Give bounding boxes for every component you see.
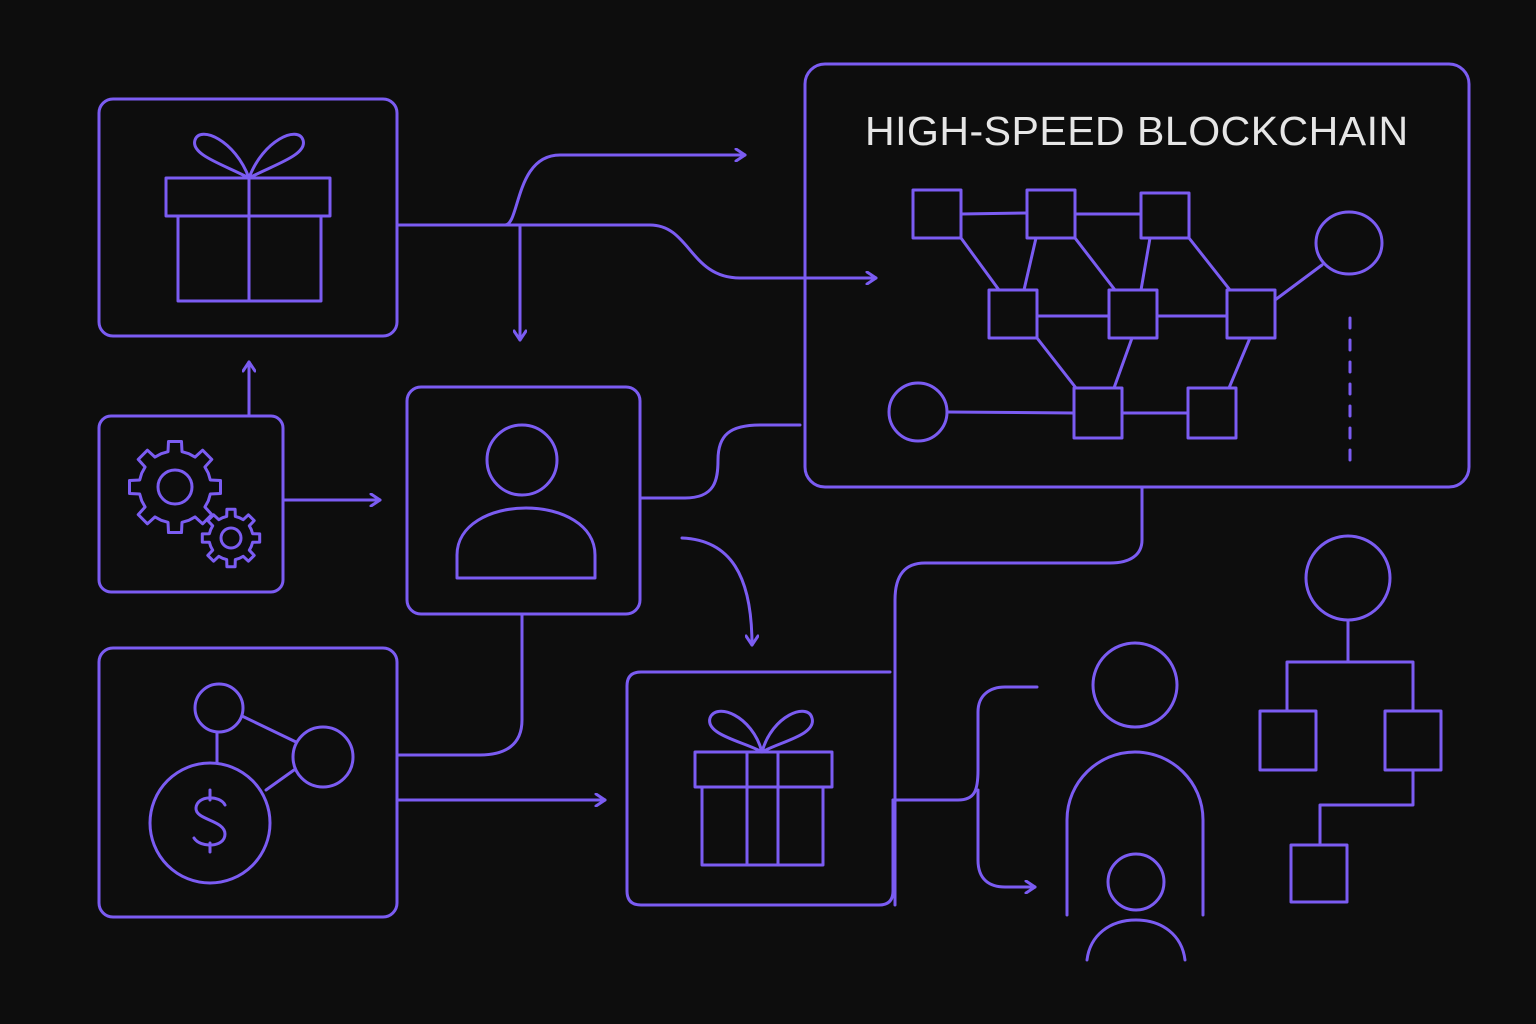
node-frame [405, 385, 642, 616]
gift-box-bottom [625, 670, 895, 907]
node-frame [97, 646, 399, 919]
connector-arrow [680, 536, 752, 647]
user-box [405, 385, 642, 616]
node-frame [97, 97, 399, 338]
dollar-network-icon [148, 682, 355, 885]
user-icon [455, 423, 597, 580]
node-frame [97, 414, 285, 594]
users-icon [1065, 641, 1205, 962]
dollar-network-box [97, 646, 399, 919]
node-frame [625, 670, 895, 907]
hierarchy-icon [1258, 534, 1443, 904]
gift-icon [693, 709, 834, 867]
connector-arrow [976, 788, 1037, 887]
dollar-icon [192, 788, 227, 854]
node-frame [803, 62, 1471, 489]
connector-line [893, 485, 1144, 907]
blockchain-box: HIGH-SPEED BLOCKCHAIN [803, 62, 1471, 489]
gears-box [97, 414, 285, 594]
gift-box-top [97, 97, 399, 338]
gift-icon [164, 132, 332, 303]
connectors [249, 155, 1144, 907]
blockchain-network-icon [887, 188, 1384, 472]
connector-arrow [395, 155, 747, 227]
diagram-title: HIGH-SPEED BLOCKCHAIN [865, 108, 1409, 154]
connector-arrow [395, 223, 878, 278]
connector-line [395, 612, 524, 757]
gears-icon [128, 440, 262, 569]
connector-line [891, 685, 1039, 802]
connector-line [638, 423, 802, 500]
